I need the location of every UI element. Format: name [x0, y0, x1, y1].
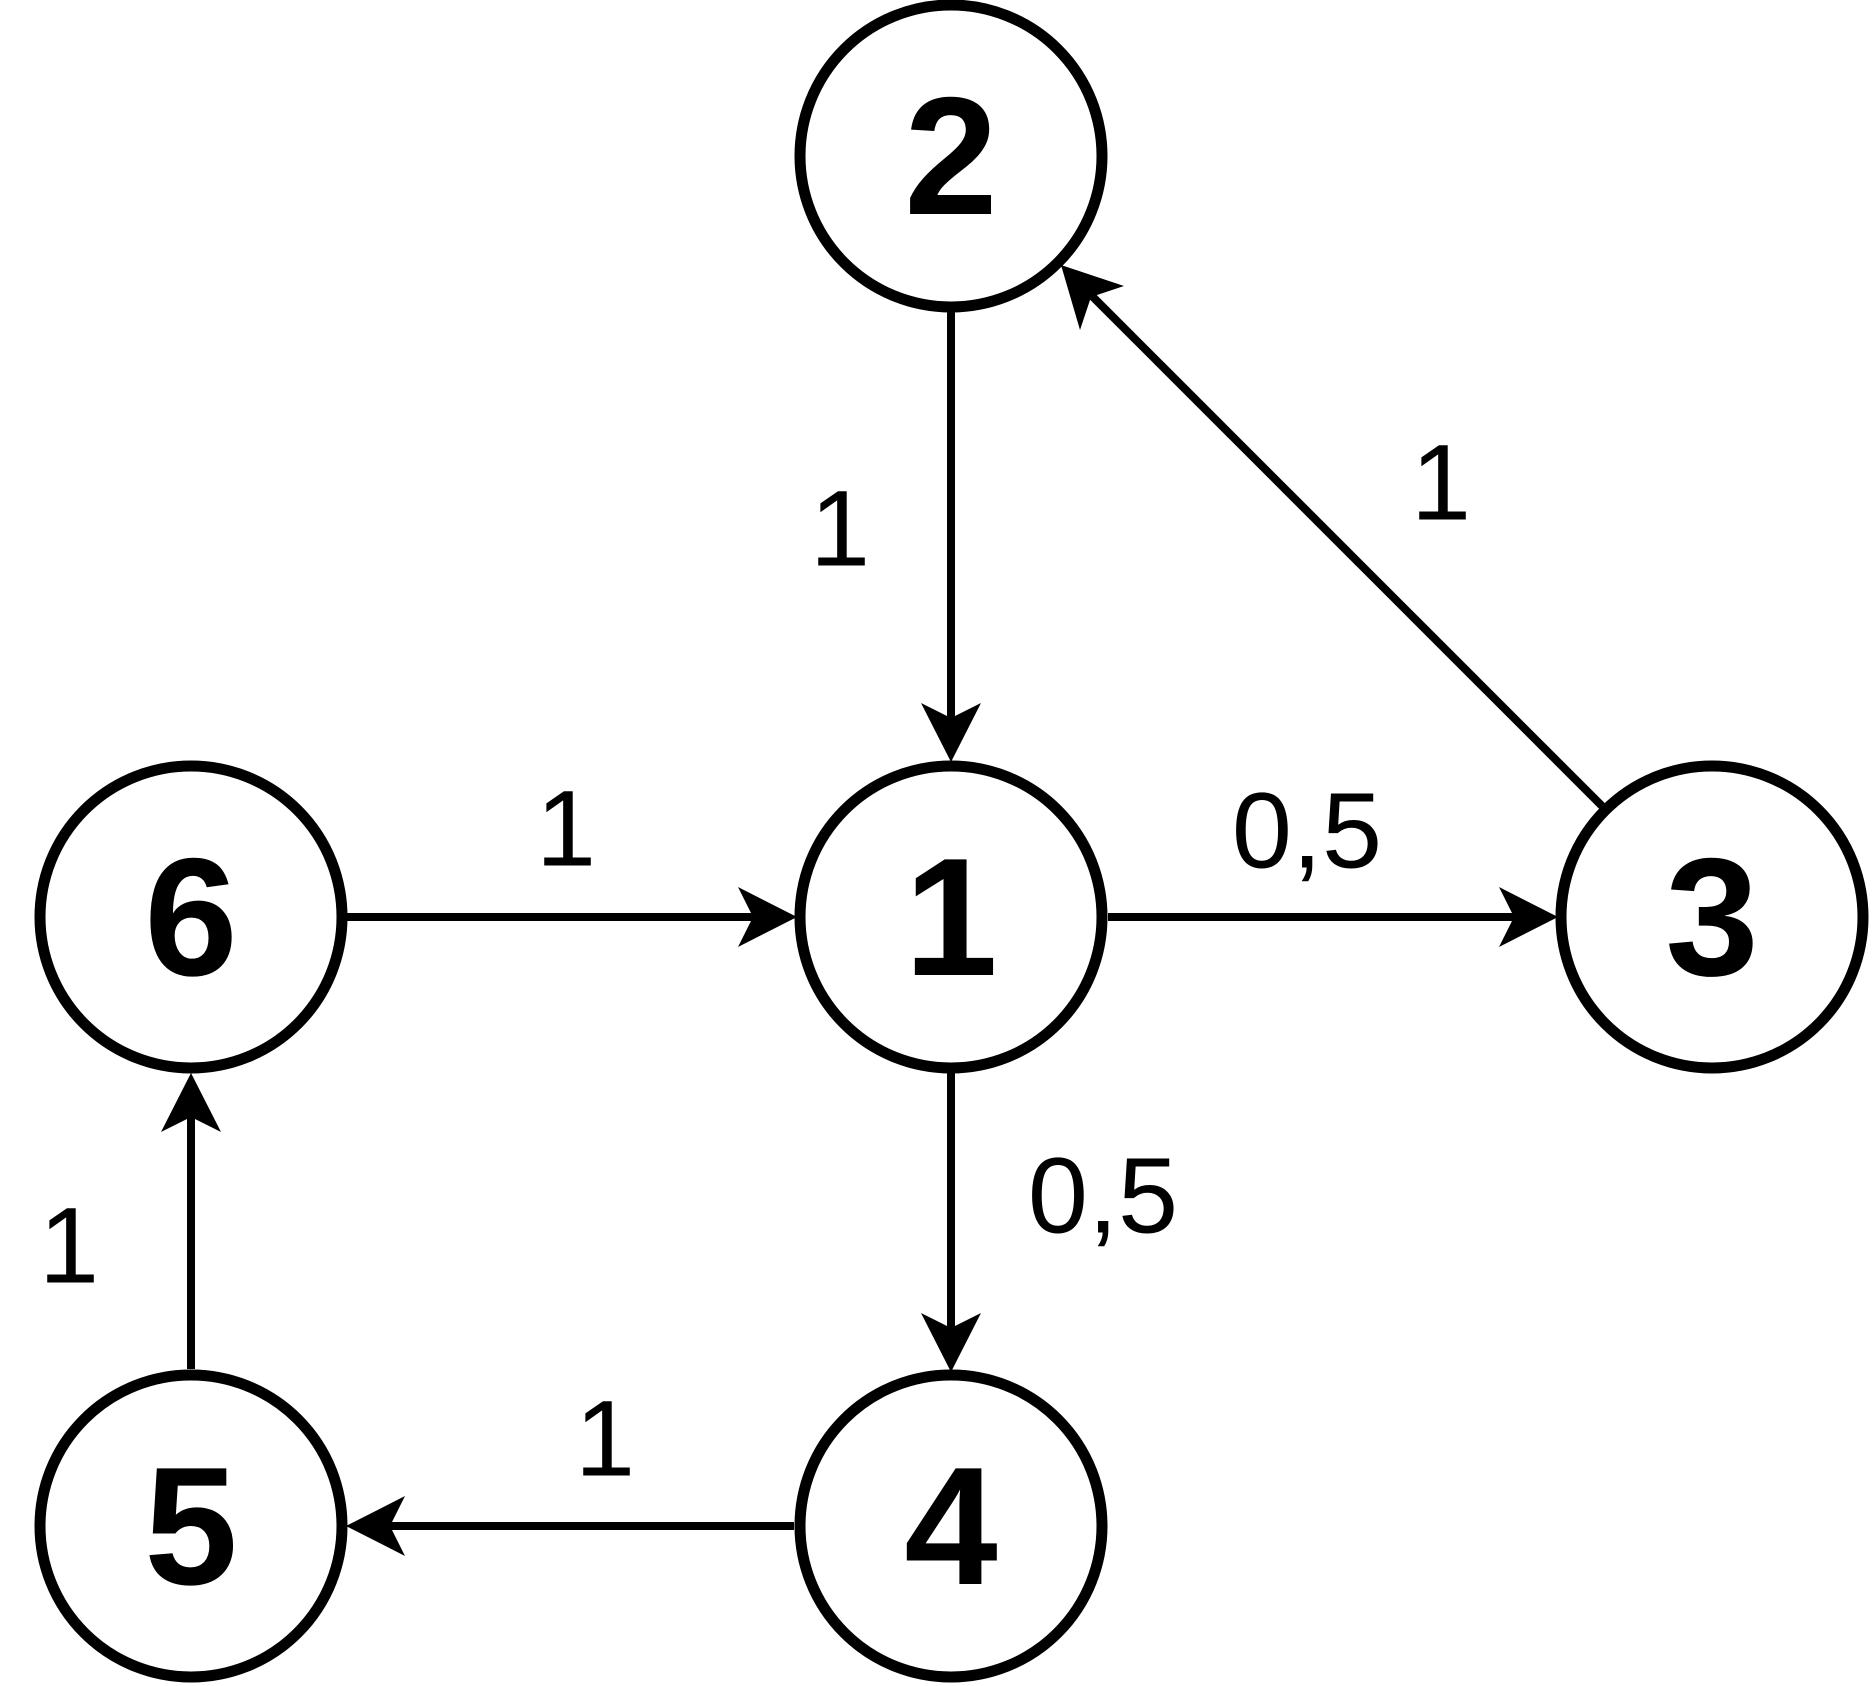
node-label-2: 2 [904, 62, 997, 250]
edge-3-to-2 [1061, 265, 1605, 809]
edge-label-4-to-5: 1 [575, 1378, 635, 1499]
arrowhead-1-to-3 [1499, 887, 1558, 947]
node-label-4: 4 [904, 1432, 997, 1620]
node-1: 1 [794, 760, 1108, 1074]
edge-1-to-4 [921, 1072, 981, 1372]
node-2: 2 [794, 0, 1108, 313]
arrowhead-1-to-4 [921, 1313, 981, 1372]
edge-label-3-to-2: 1 [1411, 422, 1471, 543]
edge-labels: 1 1 0,5 0,5 1 1 1 [39, 422, 1471, 1499]
node-label-1: 1 [904, 823, 997, 1011]
arrowhead-3-to-2 [1061, 265, 1124, 330]
node-label-3: 3 [1665, 823, 1758, 1011]
edge-5-to-6 [161, 1073, 221, 1369]
edge-2-to-1 [921, 310, 981, 762]
edge-label-1-to-3: 0,5 [1232, 770, 1382, 891]
node-5: 5 [34, 1369, 348, 1683]
nodes: 1 2 3 4 5 6 [34, 0, 1869, 1683]
node-6: 6 [34, 760, 348, 1074]
edge-6-to-1 [347, 887, 797, 947]
edge-4-to-5 [346, 1496, 794, 1556]
edge-label-5-to-6: 1 [39, 1185, 99, 1306]
edge-label-1-to-4: 0,5 [1028, 1135, 1178, 1256]
arrowhead-6-to-1 [738, 887, 797, 947]
node-3: 3 [1555, 760, 1869, 1074]
node-label-6: 6 [144, 823, 237, 1011]
arrowhead-2-to-1 [921, 703, 981, 762]
node-4: 4 [794, 1369, 1108, 1683]
arrowhead-4-to-5 [346, 1496, 405, 1556]
node-label-5: 5 [144, 1432, 237, 1620]
edge-label-6-to-1: 1 [536, 768, 596, 889]
arrowhead-5-to-6 [161, 1073, 221, 1132]
edge-1-to-3 [1108, 887, 1558, 947]
edge-label-2-to-1: 1 [810, 468, 870, 589]
edges [161, 265, 1605, 1556]
